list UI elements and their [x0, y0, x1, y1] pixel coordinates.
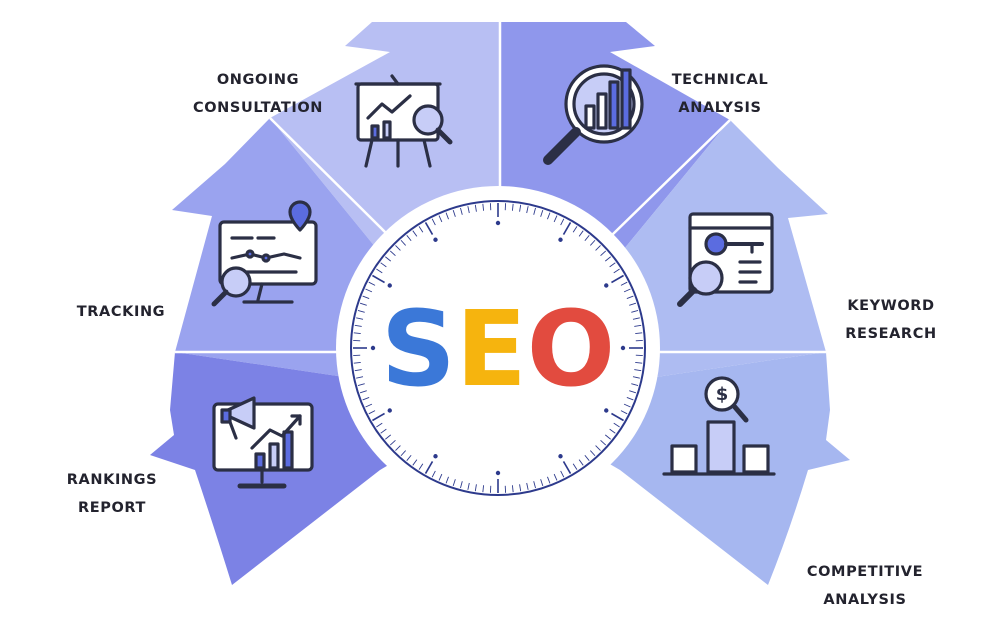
label-tracking: TRACKING — [66, 242, 176, 354]
browser-key-magnifier-icon — [680, 214, 772, 304]
dial-dot — [558, 238, 562, 242]
seo-letter-o: O — [527, 288, 615, 410]
dial-dot — [558, 454, 562, 458]
seo-title: SEO — [381, 288, 615, 410]
seo-letter-e: E — [456, 288, 527, 410]
dial-dot — [496, 471, 500, 475]
svg-text:$: $ — [716, 384, 729, 405]
dial-dot — [433, 238, 437, 242]
dial-dot — [621, 346, 625, 350]
dial-dot — [496, 221, 500, 225]
dial-dot — [371, 346, 375, 350]
seo-letter-s: S — [381, 288, 456, 410]
dial-dot — [433, 454, 437, 458]
